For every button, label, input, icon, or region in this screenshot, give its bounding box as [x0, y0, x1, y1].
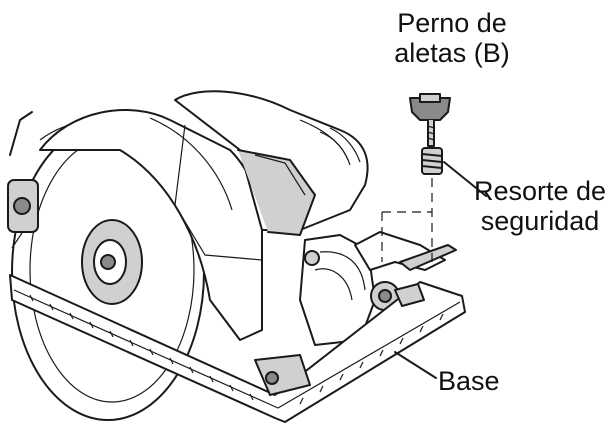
base-leader-line — [394, 351, 437, 379]
wing-bolt-part — [409, 93, 451, 147]
wing-bolt-label: Perno de aletas (B) — [382, 8, 522, 68]
safety-spring-label: Resorte de seguridad — [474, 176, 606, 236]
spring-leader-line — [443, 161, 487, 197]
alignment-guides — [381, 178, 433, 262]
wing-bolt-label-line2: aletas (B) — [394, 38, 510, 68]
base-plate — [9, 274, 466, 423]
motor-housing — [174, 90, 369, 261]
blade-arbor — [81, 219, 143, 305]
wing-bolt-label-line1: Perno de — [397, 8, 507, 38]
safety-spring-part — [421, 147, 443, 175]
base-label: Base — [438, 366, 500, 396]
safety-spring-label-line1: Resorte de — [474, 176, 606, 206]
safety-spring-label-line2: seguridad — [480, 206, 600, 236]
bevel-bracket — [299, 231, 457, 346]
